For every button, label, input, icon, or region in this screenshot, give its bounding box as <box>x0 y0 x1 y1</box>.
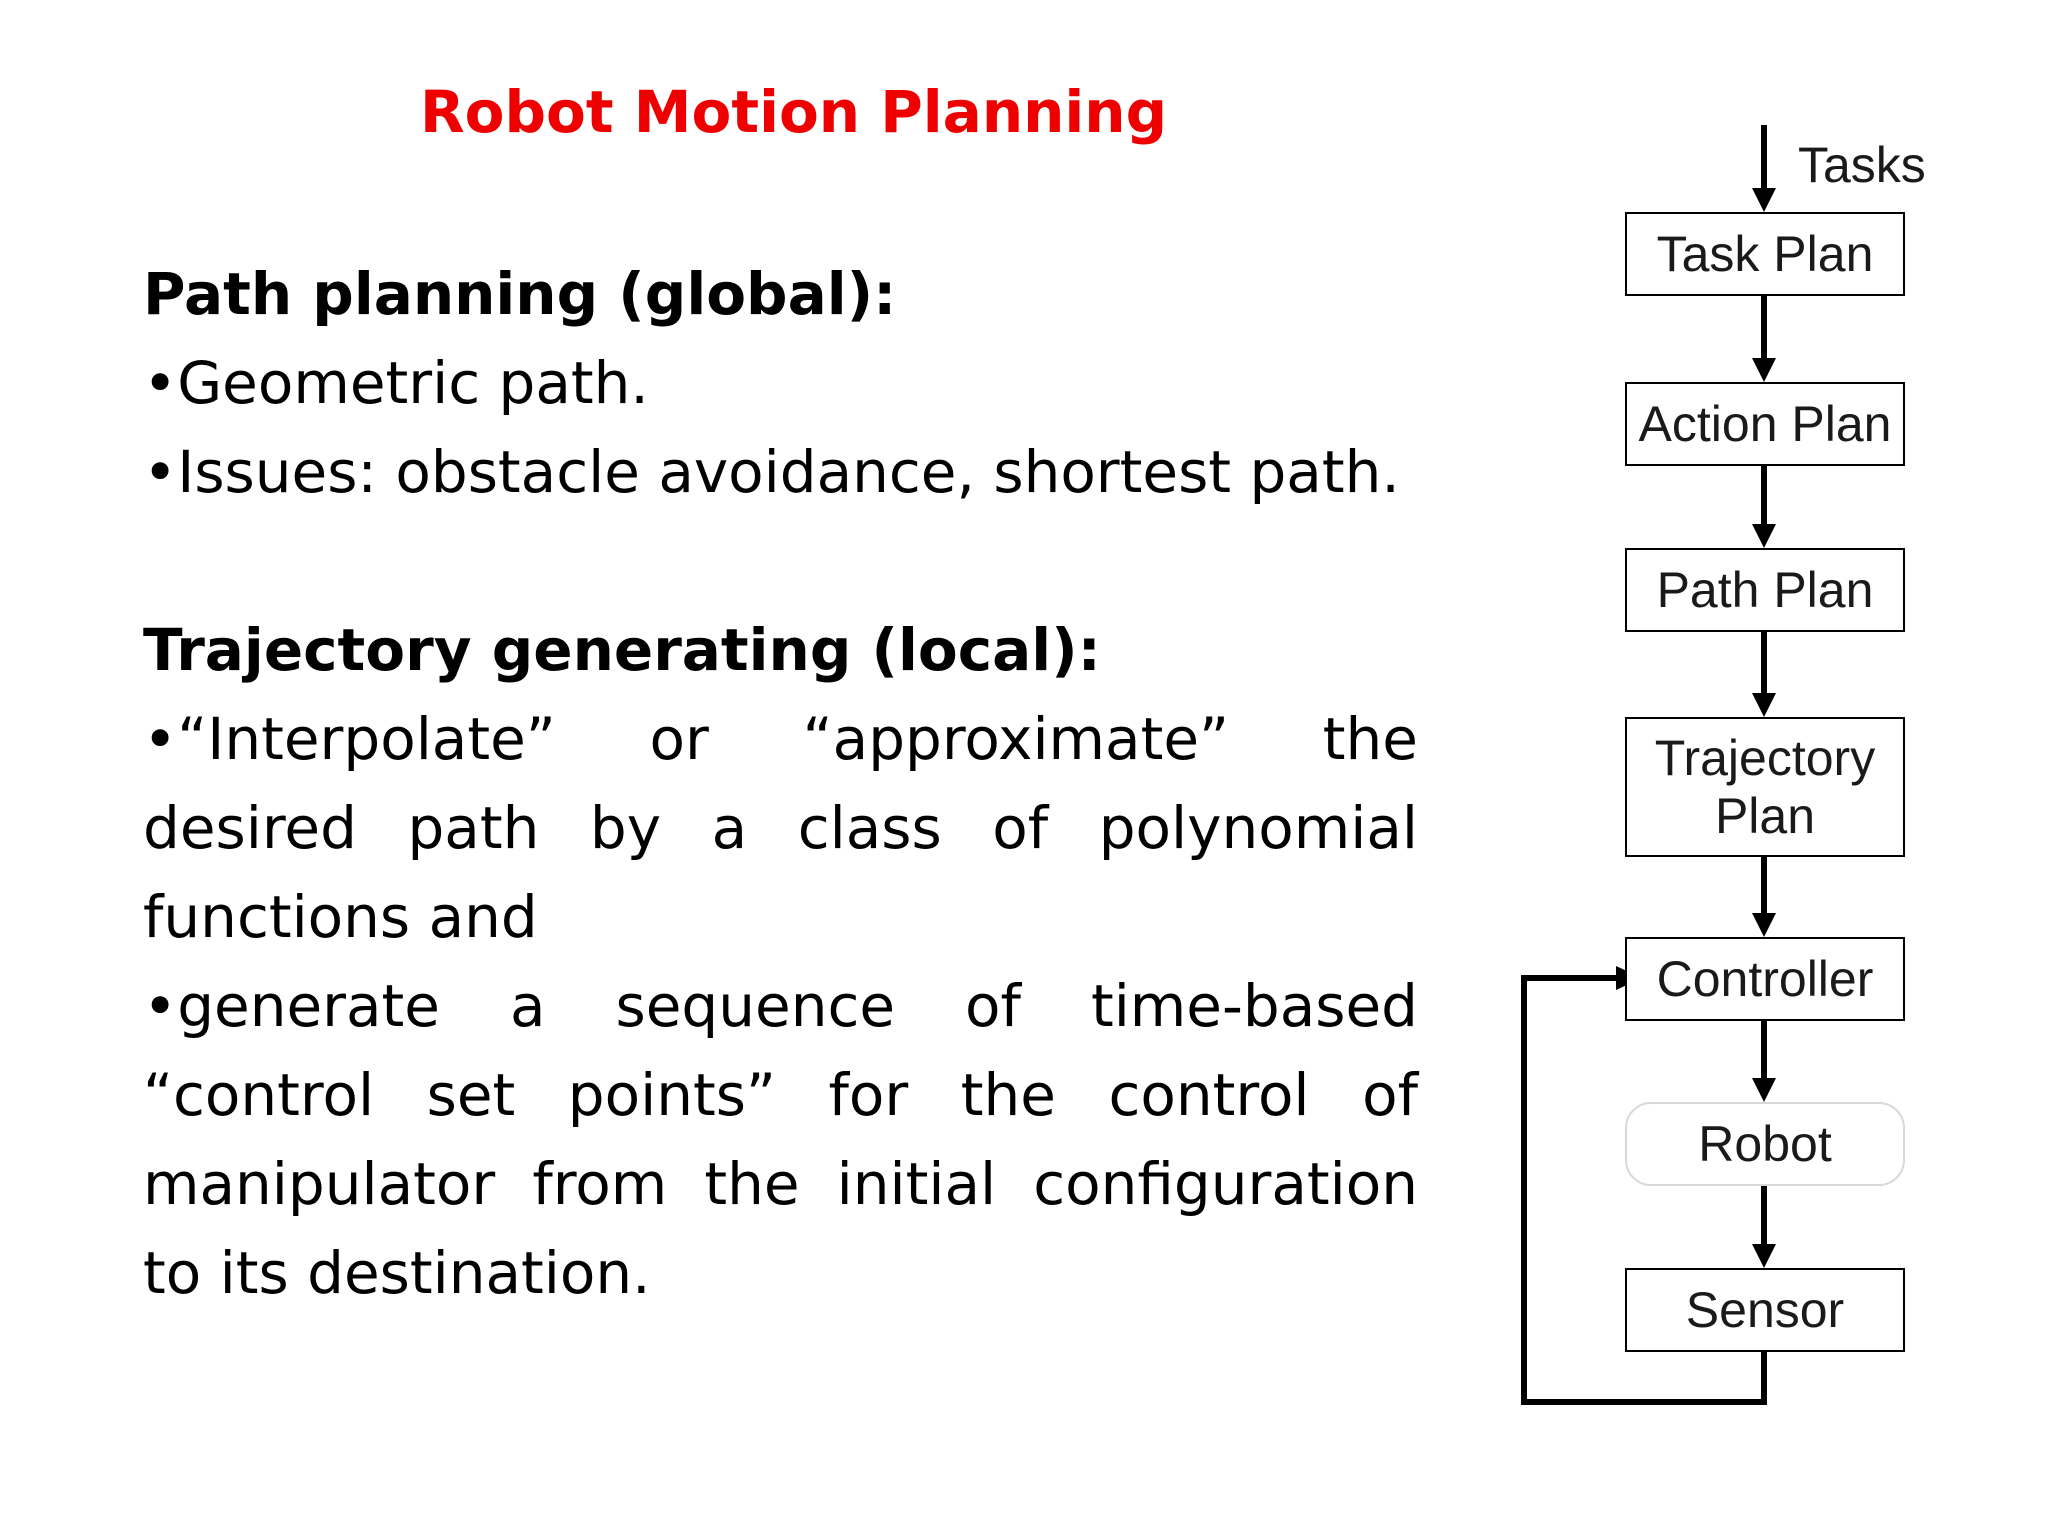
arrow-trajectory-plan-to-controller <box>1752 856 1776 937</box>
arrow-path-plan-to-trajectory-plan <box>1752 631 1776 717</box>
trajectory-plan-block: Trajectory Plan <box>1625 717 1905 857</box>
arrow-controller-to-robot <box>1752 1020 1776 1102</box>
arrow-tasks-to-task-plan <box>1752 125 1776 212</box>
task-plan-block: Task Plan <box>1625 212 1905 296</box>
controller-block: Controller <box>1625 937 1905 1021</box>
arrow-task-plan-to-action-plan <box>1752 296 1776 382</box>
diagram-connectors <box>1521 125 1776 1405</box>
slide-title: Robot Motion Planning <box>420 78 1168 146</box>
path-bullet-geometric: •Geometric path. <box>143 349 649 417</box>
arrow-robot-to-sensor <box>1752 1186 1776 1268</box>
robot-block: Robot <box>1625 1102 1905 1186</box>
path-planning-heading: Path planning (global): <box>143 260 897 328</box>
arrow-action-plan-to-path-plan <box>1752 465 1776 548</box>
planning-hierarchy-diagram: Tasks Task Plan Action Plan Path Plan Tr… <box>1500 100 1980 1440</box>
tasks-input-label: Tasks <box>1798 137 1926 193</box>
trajectory-bullet-generate: •generate a sequence of time-based “cont… <box>143 972 1418 1307</box>
path-bullet-issues: •Issues: obstacle avoidance, shortest pa… <box>143 438 1400 506</box>
trajectory-heading: Trajectory generating (local): <box>143 616 1101 684</box>
sensor-block: Sensor <box>1625 1268 1905 1352</box>
slide-body: Path planning (global): •Geometric path.… <box>143 250 1418 1318</box>
path-plan-block: Path Plan <box>1625 548 1905 632</box>
trajectory-bullet-interpolate: •“Interpolate” or “approximate” the desi… <box>143 705 1418 951</box>
section-spacer <box>143 517 1418 606</box>
action-plan-block: Action Plan <box>1625 382 1905 466</box>
